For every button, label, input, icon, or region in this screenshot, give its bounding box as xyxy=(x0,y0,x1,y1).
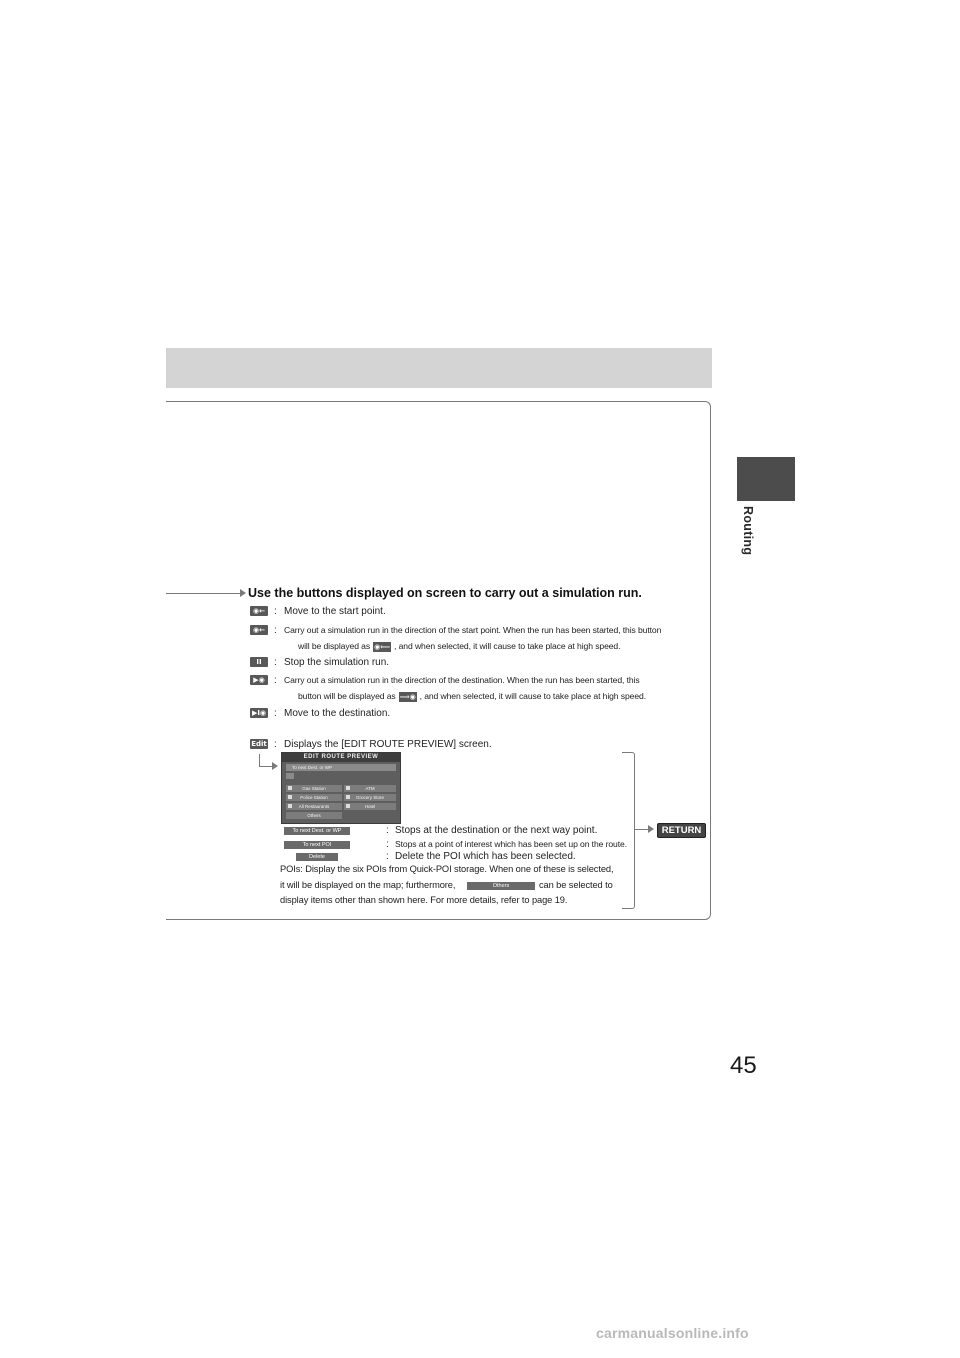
poi-grocery-store[interactable]: Grocery Store xyxy=(344,794,396,801)
edit-route-preview-screen: EDIT ROUTE PREVIEW To next Dest. or WP G… xyxy=(281,752,401,824)
colon: : xyxy=(386,851,389,862)
item-text-play: Carry out a simulation run in the direct… xyxy=(284,675,640,685)
screen-small-icon xyxy=(286,773,294,779)
grocery-store-icon xyxy=(346,795,350,799)
police-station-icon xyxy=(288,795,292,799)
poi-gas-station[interactable]: Gas Station xyxy=(286,785,342,792)
colon: : xyxy=(386,839,389,850)
item-text-play-a: button will be displayed as xyxy=(298,691,396,701)
elbow-line-vertical xyxy=(259,754,260,766)
item-text-stop: Stop the simulation run. xyxy=(284,657,390,668)
item-text-destination: Move to the destination. xyxy=(284,708,391,719)
poi-police-station[interactable]: Police Station xyxy=(286,794,342,801)
poi-atm[interactable]: ATM xyxy=(344,785,396,792)
watermark: carmanualsonline.info xyxy=(596,1325,749,1341)
item-text-play-b: , and when selected, it will cause to ta… xyxy=(419,691,646,701)
pois-note-line1: POIs: Display the six POIs from Quick-PO… xyxy=(280,864,614,874)
others-button: Others xyxy=(467,882,535,890)
screen-next-dest-button[interactable]: To next Dest. or WP xyxy=(286,764,396,771)
poi-hotel[interactable]: Hotel xyxy=(344,803,396,810)
return-pointer-line xyxy=(635,829,649,830)
elbow-arrow xyxy=(272,762,278,770)
delete-button: Delete xyxy=(296,853,338,861)
item-text-start-point: Move to the start point. xyxy=(284,606,386,617)
skip-to-start-icon: ◉← xyxy=(250,606,268,616)
atm-icon xyxy=(346,786,350,790)
return-pointer-arrow xyxy=(648,825,654,833)
pois-note-line2b: can be selected to xyxy=(539,880,613,890)
colon: : xyxy=(274,739,277,750)
play-run-icon: ▶◉ xyxy=(250,675,268,685)
content-frame xyxy=(166,401,711,920)
item-text-rewind-a: will be displayed as xyxy=(298,641,371,651)
colon: : xyxy=(274,625,277,636)
elbow-line-horizontal xyxy=(259,766,273,767)
page-number: 45 xyxy=(730,1052,757,1079)
fast-forward-icon: ⟹◉ xyxy=(398,691,417,702)
header-band xyxy=(166,348,712,388)
bracket xyxy=(622,752,635,909)
item-text-rewind-cont: will be displayed as◉⟸, and when selecte… xyxy=(298,641,621,652)
pause-icon: II xyxy=(250,657,268,667)
side-tab-label: Routing xyxy=(741,506,755,556)
delete-desc: Delete the POI which has been selected. xyxy=(395,851,576,862)
heading-pointer-arrow xyxy=(240,589,246,597)
rewind-run-icon: ◉← xyxy=(250,625,268,635)
edit-icon: Edit xyxy=(250,739,268,749)
section-heading: Use the buttons displayed on screen to c… xyxy=(248,586,642,600)
restaurant-icon xyxy=(288,804,292,808)
colon: : xyxy=(386,825,389,836)
heading-pointer-line xyxy=(166,593,242,594)
colon: : xyxy=(274,606,277,617)
to-next-dest-desc: Stops at the destination or the next way… xyxy=(395,825,598,836)
to-next-poi-button: To next POI xyxy=(284,841,350,849)
gas-station-icon xyxy=(288,786,292,790)
poi-others[interactable]: Others xyxy=(286,812,342,819)
item-text-rewind-b: , and when selected, it will cause to ta… xyxy=(394,641,621,651)
side-tab xyxy=(737,457,795,501)
item-text-edit: Displays the [EDIT ROUTE PREVIEW] screen… xyxy=(284,739,492,750)
to-next-dest-button: To next Dest. or WP xyxy=(284,827,350,835)
colon: : xyxy=(274,657,277,668)
screen-title: EDIT ROUTE PREVIEW xyxy=(282,753,400,762)
hotel-icon xyxy=(346,804,350,808)
fast-rewind-icon: ◉⟸ xyxy=(373,641,392,652)
colon: : xyxy=(274,708,277,719)
item-text-rewind: Carry out a simulation run in the direct… xyxy=(284,625,662,635)
pois-note-line2a: it will be displayed on the map; further… xyxy=(280,880,456,890)
pois-note-line3: display items other than shown here. For… xyxy=(280,895,568,905)
poi-all-restaurants[interactable]: All Restaurants xyxy=(286,803,342,810)
to-next-poi-desc: Stops at a point of interest which has b… xyxy=(395,839,627,849)
colon: : xyxy=(274,675,277,686)
return-button[interactable]: RETURN xyxy=(657,823,706,838)
skip-to-end-icon: ▶I◉ xyxy=(250,708,268,718)
item-text-play-cont: button will be displayed as⟹◉, and when … xyxy=(298,691,646,702)
